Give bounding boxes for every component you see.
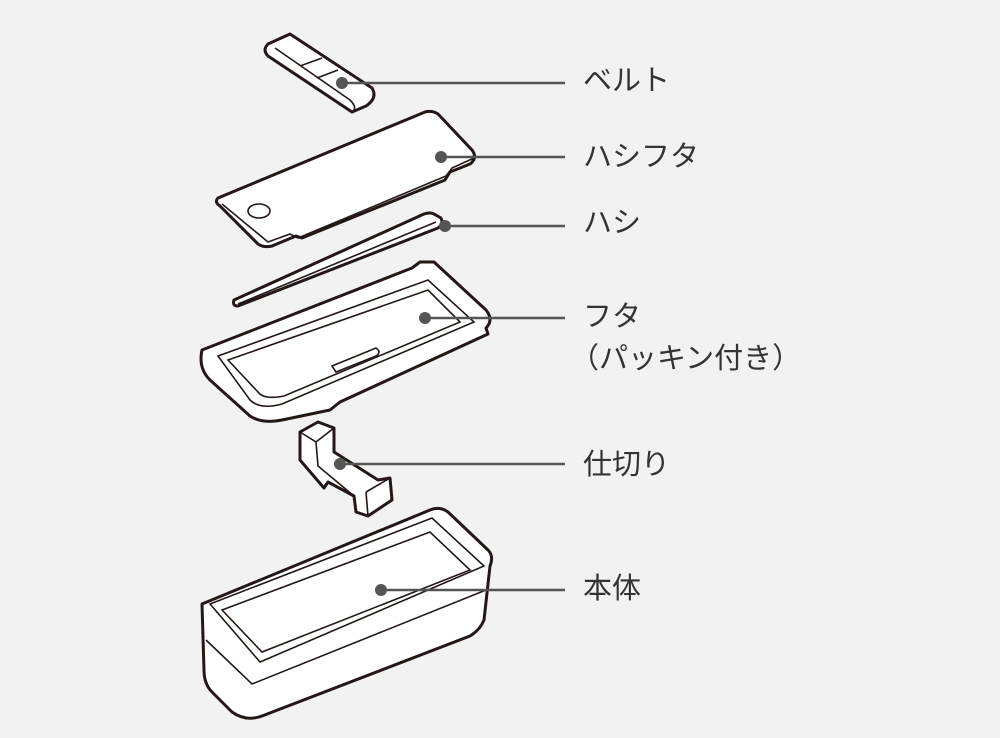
belt-part bbox=[263, 32, 376, 114]
box-body-part bbox=[200, 506, 494, 720]
label-chopstick-lid: ハシフタ bbox=[583, 139, 700, 173]
label-belt: ベルト bbox=[583, 63, 671, 97]
chopstick-lid-part bbox=[214, 109, 477, 249]
lid-part bbox=[199, 260, 492, 423]
label-lid: フタ bbox=[583, 299, 642, 333]
leader-lines bbox=[334, 77, 565, 596]
label-divider: 仕切り bbox=[583, 447, 671, 481]
label-body: 本体 bbox=[583, 571, 642, 605]
divider-part bbox=[298, 420, 394, 518]
label-lid-sub: （パッキン付き） bbox=[570, 341, 802, 375]
label-chopsticks: ハシ bbox=[583, 205, 642, 239]
